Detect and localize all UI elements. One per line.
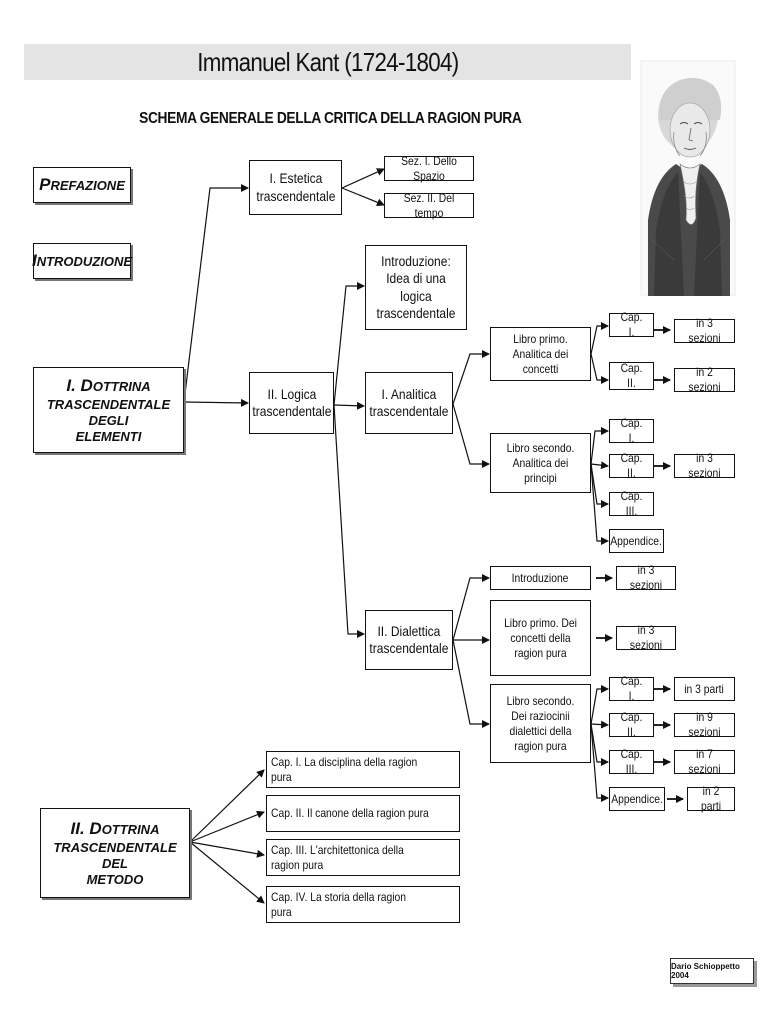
a2-cap2-result: in 3 sezioni: [674, 451, 735, 480]
d2-cap2-result: in 9 sezioni: [674, 710, 735, 739]
dialettica-box: II. Dialettica trascendentale: [365, 610, 453, 670]
analitica-box: I. Analitica trascendentale: [365, 372, 453, 434]
a1-cap1-box: Cap. I.: [609, 310, 654, 339]
a1-cap1-result: in 3 sezioni: [674, 316, 735, 345]
d2-appendice-box: Appendice.: [609, 787, 665, 811]
estetica-box: I. Estetica trascendentale: [249, 160, 342, 215]
a1-cap2-result: in 2 sezioni: [674, 365, 735, 394]
intro-dialettica-box: Introduzione: [490, 566, 591, 590]
metodo-cap4-box: Cap. IV. La storia della ragion pura: [266, 886, 460, 923]
d2-cap3-box: Cap. III.: [609, 747, 654, 776]
d2-cap3-result: in 7 sezioni: [674, 747, 735, 776]
metodo-cap3-box: Cap. III. L'architettonica della ragion …: [266, 839, 460, 876]
dottrina-metodo-box: II. DOTTRINA TRASCENDENTALE DEL METODO: [40, 808, 190, 898]
d1-result: in 3 sezioni: [616, 623, 676, 652]
d2-cap1-box: Cap. I.: [609, 674, 654, 703]
a2-cap3-box: Cap. III.: [609, 489, 654, 518]
introduzione-box: INTRODUZIONE: [32, 243, 132, 279]
d2-appendice-result: in 2 parti: [687, 784, 735, 813]
intro-logica-box: Introduzione: Idea di una logica trascen…: [365, 245, 467, 330]
libro1-dialettica-box: Libro primo. Dei concetti della ragion p…: [490, 600, 591, 676]
d2-cap2-box: Cap. II.: [609, 710, 654, 739]
metodo-cap2-box: Cap. II. Il canone della ragion pura: [266, 795, 460, 832]
libro1-analitica-box: Libro primo. Analitica dei concetti: [490, 327, 591, 381]
a2-cap2-box: Cap. II.: [609, 451, 654, 480]
a1-cap2-box: Cap. II.: [609, 361, 654, 390]
logica-box: II. Logica trascendentale: [249, 372, 334, 434]
d2-cap1-result: in 3 parti: [674, 677, 735, 701]
metodo-cap1-box: Cap. I. La disciplina della ragion pura: [266, 751, 460, 788]
author-credit: Dario Schioppetto 2004: [670, 958, 754, 984]
d-intro-result: in 3 sezioni: [616, 563, 676, 592]
libro2-analitica-box: Libro secondo. Analitica dei principi: [490, 433, 591, 493]
prefazione-box: PREFAZIONE: [33, 167, 131, 203]
libro2-dialettica-box: Libro secondo. Dei raziocinii dialettici…: [490, 684, 591, 763]
sez-spazio-box: Sez. I. Dello Spazio: [384, 154, 474, 183]
diagram-subtitle: SCHEMA GENERALE DELLA CRITICA DELLA RAGI…: [138, 110, 522, 127]
page-title: Immanuel Kant (1724-1804): [24, 44, 631, 80]
a2-cap1-box: Cap. I.: [609, 416, 654, 445]
sez-tempo-box: Sez. II. Del tempo: [384, 191, 474, 220]
kant-portrait-image: [640, 60, 736, 296]
a2-appendice-box: Appendice.: [609, 529, 664, 553]
dottrina-elementi-box: I. DOTTRINA TRASCENDENTALE DEGLI ELEMENT…: [33, 367, 184, 453]
